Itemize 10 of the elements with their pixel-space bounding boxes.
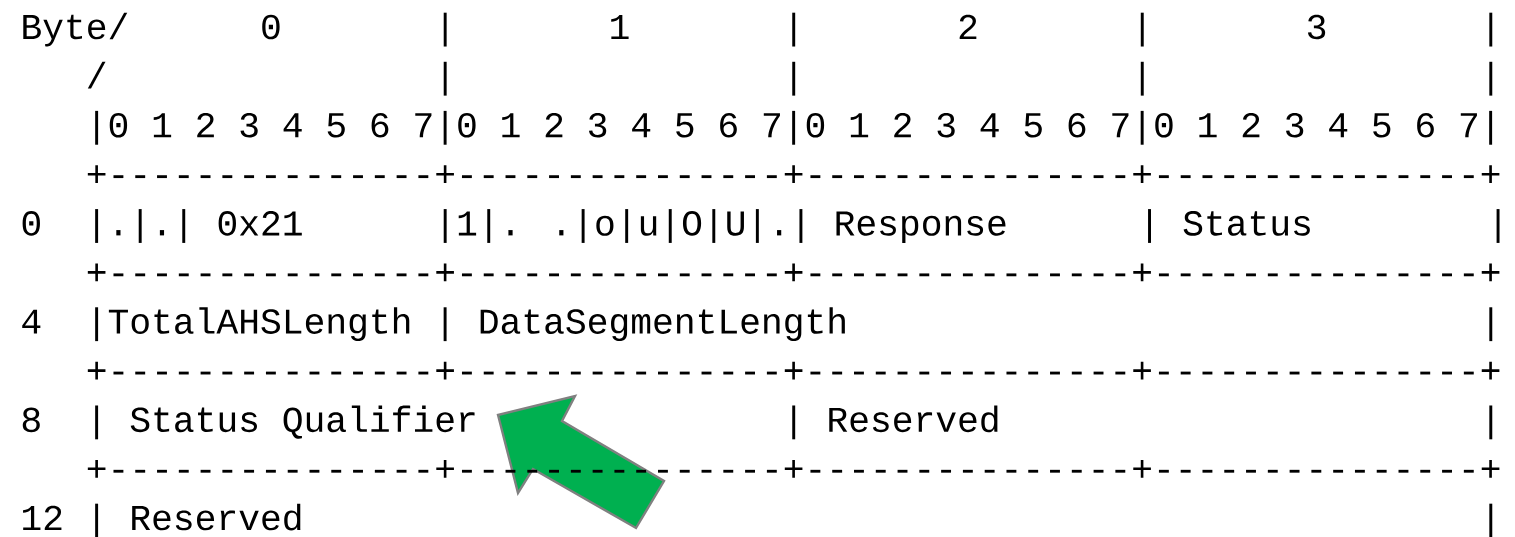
text-line: +---------------+---------------+---------------+---------------+ — [87, 165, 1500, 184]
text-line: |0 1 2 3 4 5 6 7|0 1 2 3 4 5 6 7|0 1 2 3 4 5 6 7|0 1 2 3 4 5 6 7| — [95, 110, 1493, 145]
text-line: Byte/ 0 | 1 | 2 | 3 | — [23, 12, 1493, 47]
text-line: 8 | Status Qualifier | Reserved | — [22, 405, 1493, 440]
text-line: / | | | | — [87, 61, 1493, 96]
text-line: +---------------+---------------+---------------+---------------+ — [87, 361, 1500, 380]
text-line: 0 |.|.| 0x21 |1|. .|o|u|O|U|.| Response | Status | — [22, 209, 1500, 243]
text-line: 4 |TotalAHSLength | DataSegmentLength | — [22, 307, 1493, 342]
text-line: 12 | Reserved | — [23, 503, 1493, 537]
text-line: +---------------+---------------+---------------+---------------+ — [87, 263, 1500, 282]
